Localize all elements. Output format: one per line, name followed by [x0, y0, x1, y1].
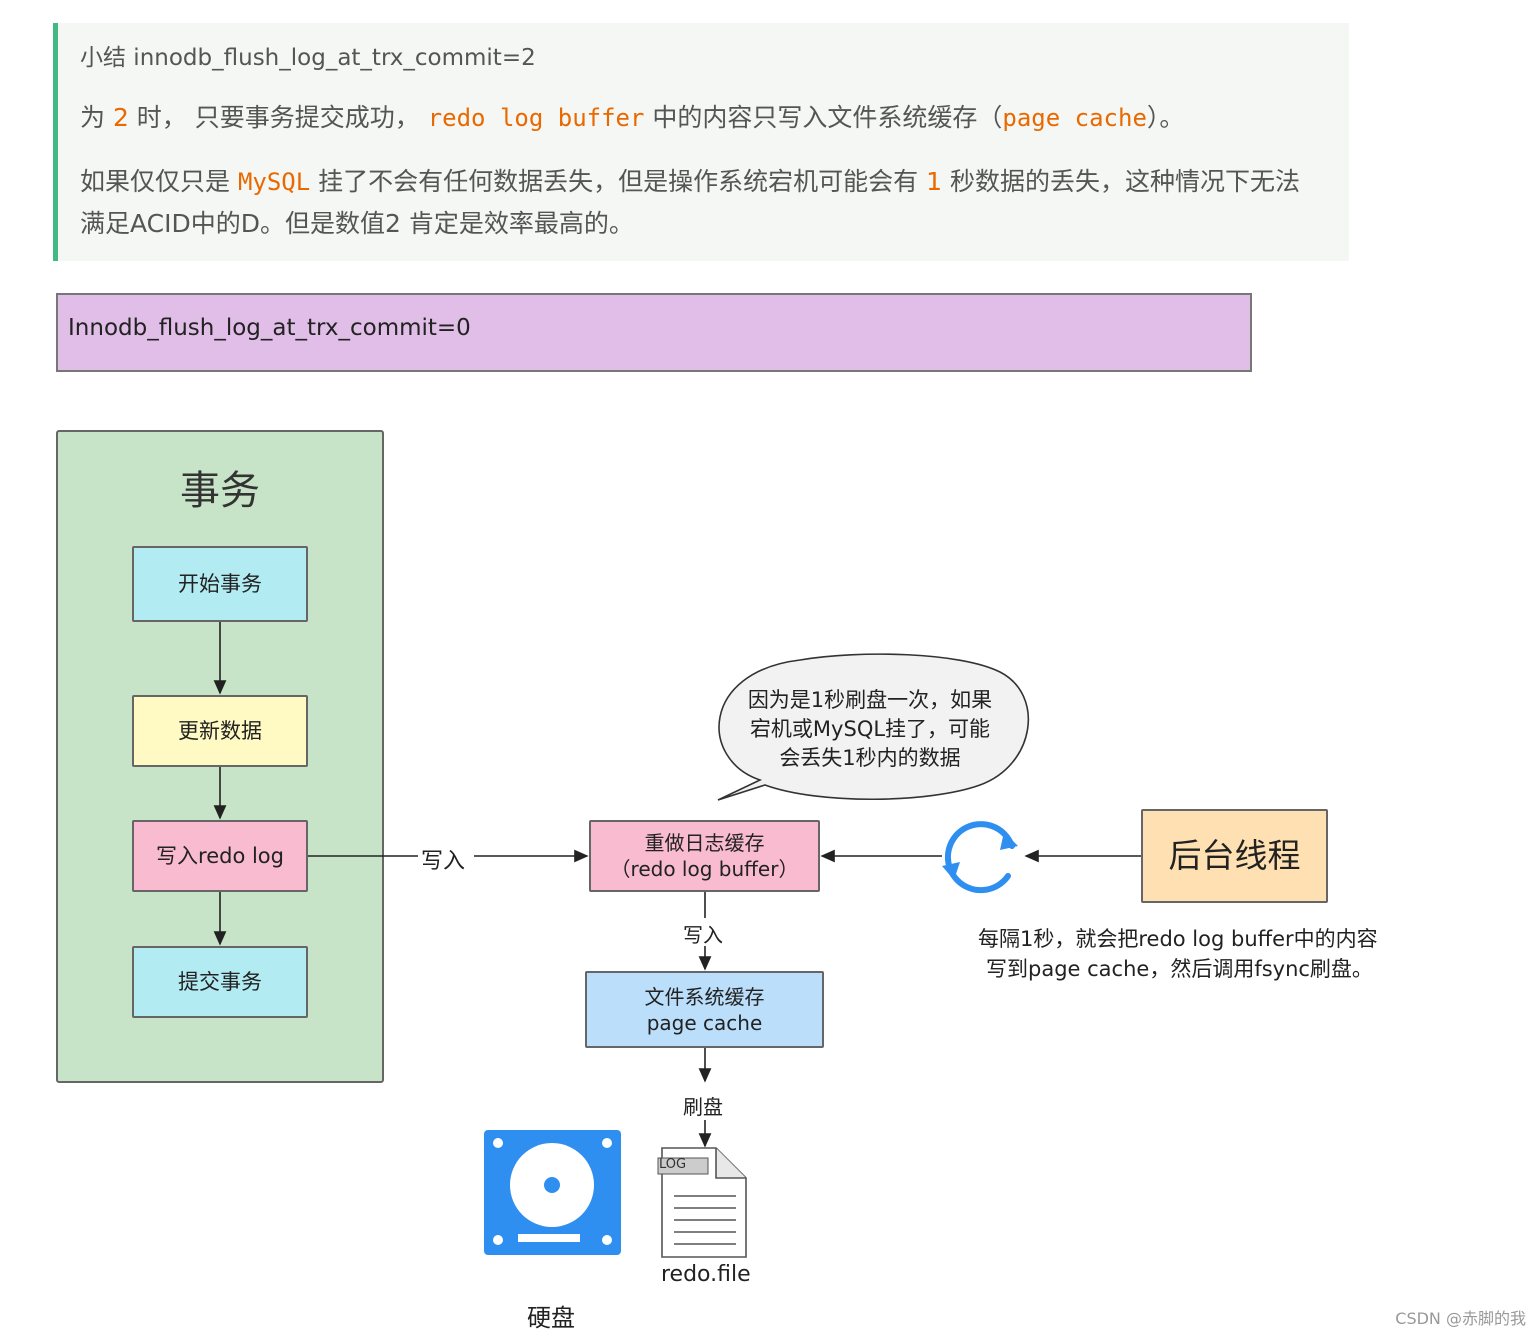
note-text: 中的内容只写入文件系统缓存（ [644, 103, 1003, 132]
file-label: redo.file [661, 1262, 751, 1287]
hard-disk-icon [484, 1130, 621, 1255]
note-text: 秒数据的丢失，这种情况下无法满足ACID中的D。但是数值2 肯定是效率最高的。 [80, 167, 1300, 238]
log-file-icon [657, 1147, 747, 1258]
step-start-transaction: 开始事务 [132, 546, 308, 622]
desc-line: 写到page cache，然后调用fsync刷盘。 [986, 957, 1373, 981]
watermark: CSDN @赤脚的我 [1395, 1309, 1526, 1328]
desc-line: 每隔1秒，就会把redo log buffer中的内容 [978, 927, 1378, 951]
step-commit-transaction: 提交事务 [132, 946, 308, 1018]
transaction-title: 事务 [180, 468, 260, 514]
note-title: 小结 innodb_flush_log_at_trx_commit=2 [80, 45, 536, 71]
page-cache-box: 文件系统缓存 page cache [585, 971, 824, 1048]
label-flush: 刷盘 [683, 1095, 723, 1119]
bubble-text: 因为是1秒刷盘一次，如果 宕机或MySQL挂了，可能 会丢失1秒内的数据 [720, 686, 1020, 773]
step-update-data: 更新数据 [132, 695, 308, 767]
cache-title: 文件系统缓存 [644, 984, 765, 1009]
code-mysql: MySQL [237, 168, 311, 196]
bubble-line: 宕机或MySQL挂了，可能 [749, 717, 991, 741]
note-text: ）。 [1146, 103, 1185, 132]
disk-label: 硬盘 [527, 1304, 575, 1332]
background-thread-desc: 每隔1秒，就会把redo log buffer中的内容 写到page cache… [978, 924, 1378, 984]
note-text: 时， 只要事务提交成功， [128, 103, 428, 132]
bubble-line: 因为是1秒刷盘一次，如果 [747, 688, 993, 712]
summary-note: 小结 innodb_flush_log_at_trx_commit=2 为 2 … [53, 23, 1349, 261]
label-write-2: 写入 [683, 923, 723, 947]
buffer-title: 重做日志缓存 [644, 831, 765, 855]
speech-bubble [717, 653, 1030, 801]
note-line-2: 为 2 时， 只要事务提交成功， redo log buffer 中的内容只写入… [80, 101, 1349, 135]
step-write-redo-log: 写入redo log [132, 820, 308, 892]
bubble-line: 会丢失1秒内的数据 [779, 746, 961, 770]
note-text: 挂了不会有任何数据丢失，但是操作系统宕机可能会有 [310, 167, 927, 196]
note-line-3: 如果仅仅只是 MySQL 挂了不会有任何数据丢失，但是操作系统宕机可能会有 1 … [80, 161, 1320, 245]
buffer-subtitle: （redo log buffer） [610, 857, 799, 881]
code-page-cache: page cache [1002, 104, 1147, 132]
note-text: 为 [80, 103, 113, 132]
label-write: 写入 [421, 849, 466, 874]
redo-log-buffer-box: 重做日志缓存 （redo log buffer） [589, 820, 820, 892]
note-text: 如果仅仅只是 [80, 167, 238, 196]
cache-subtitle: page cache [646, 1010, 763, 1035]
sync-icon [942, 821, 1018, 894]
code-redo-log-buffer: redo log buffer [427, 104, 645, 132]
note-number: 1 [926, 167, 943, 196]
log-file-tag: LOG [659, 1157, 687, 1172]
setting-banner: Innodb_flush_log_at_trx_commit=0 [56, 293, 1252, 372]
note-number: 2 [112, 103, 129, 132]
background-thread-box: 后台线程 [1141, 809, 1328, 903]
